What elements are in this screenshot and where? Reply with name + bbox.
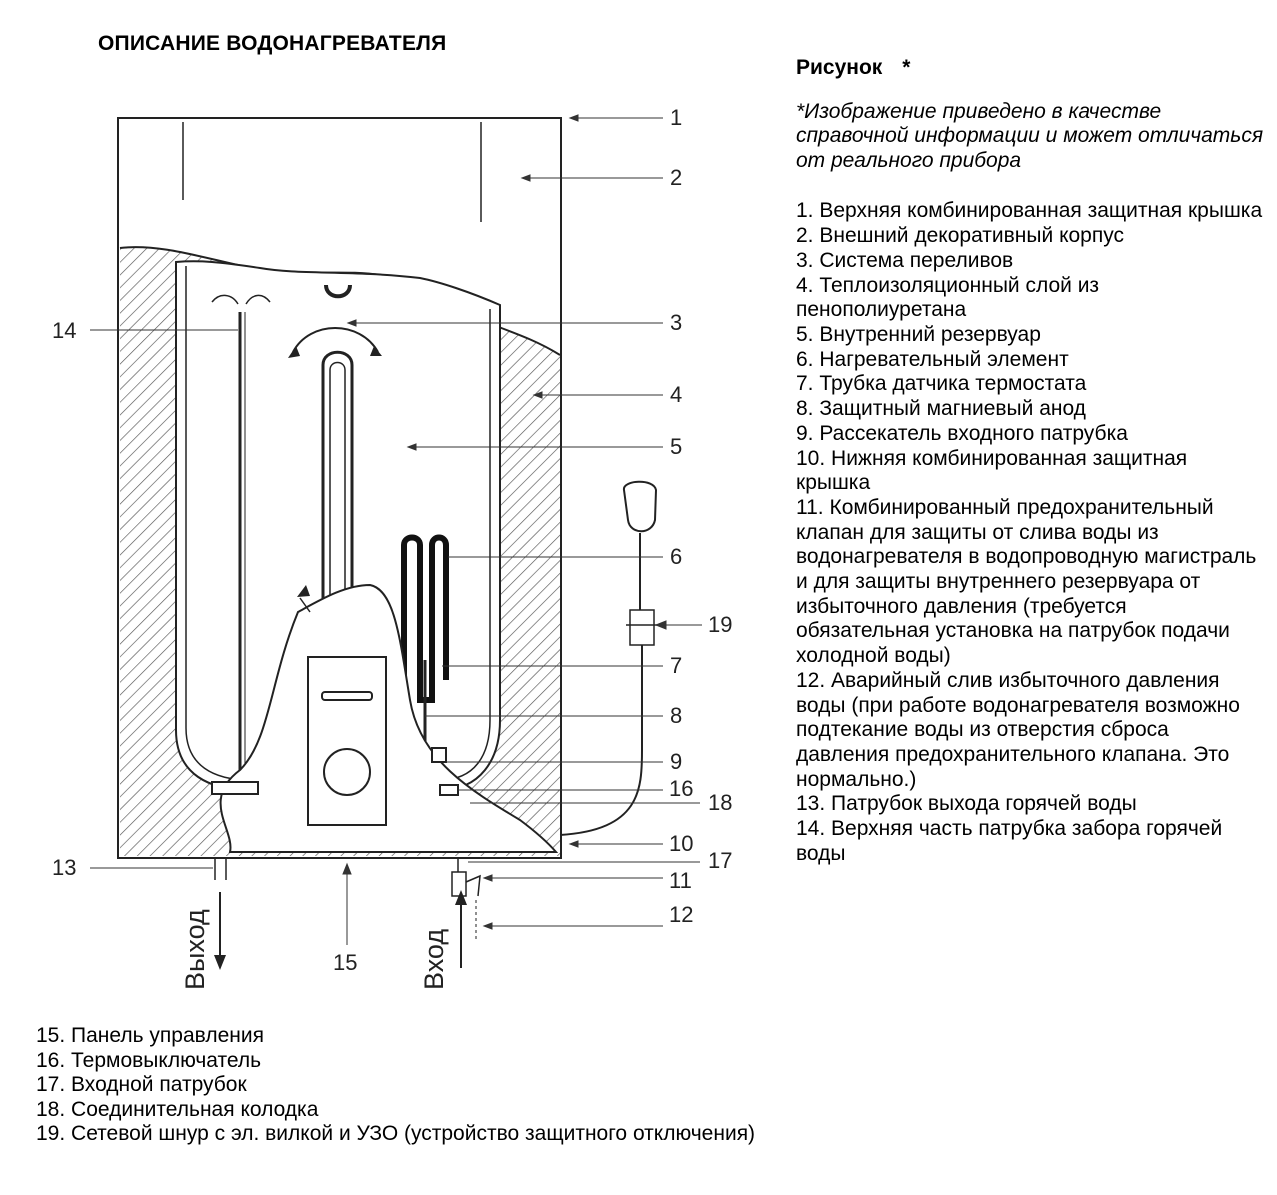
- legend-item: 7. Трубка датчика термостата: [796, 372, 1087, 396]
- legend-item: 3. Система переливов: [796, 248, 1014, 272]
- callout-19: 19: [708, 612, 732, 637]
- legend-item: 18. Соединительная колодка: [36, 1097, 319, 1121]
- callout-16: 16: [669, 776, 693, 801]
- water-heater-diagram: 1 2 3 4 5 6 7 8 9 10 11 12 13 14 15 16 1…: [52, 105, 732, 990]
- legend-item: 16. Термовыключатель: [36, 1048, 262, 1072]
- figure-disclaimer: *Изображение приведено в качестве справо…: [796, 99, 1264, 172]
- figure-label-text: Рисунок: [796, 56, 883, 79]
- legend-item: 12. Аварийный слив избыточного давления …: [796, 668, 1240, 791]
- legend-item: 13. Патрубок выхода горячей воды: [796, 792, 1137, 816]
- legend-item: 9. Рассекатель входного патрубка: [796, 421, 1128, 445]
- legend-item: 4. Теплоизоляционный слой из пенополиуре…: [796, 273, 1100, 322]
- legend-item: 10. Нижняя комбинированная защитная крыш…: [796, 446, 1188, 495]
- page-title: ОПИСАНИЕ ВОДОНАГРЕВАТЕЛЯ: [98, 32, 447, 55]
- callout-3: 3: [670, 310, 682, 335]
- callout-6: 6: [670, 544, 682, 569]
- legend-item: 11. Комбинированный предохранительный кл…: [796, 495, 1257, 668]
- callout-8: 8: [670, 703, 682, 728]
- figure-label-star: *: [902, 56, 911, 79]
- legend-item: 8. Защитный магниевый анод: [796, 397, 1086, 421]
- callout-11: 11: [669, 868, 692, 893]
- callout-7: 7: [670, 653, 682, 678]
- callout-13: 13: [52, 855, 76, 880]
- callout-9: 9: [670, 749, 682, 774]
- callout-12: 12: [669, 902, 693, 927]
- inlet-label: Вход: [419, 929, 449, 990]
- legend-item: 5. Внутренний резервуар: [796, 323, 1041, 346]
- outlet-label: Выход: [180, 909, 210, 990]
- legend-item: 14. Верхняя часть патрубка забора горяче…: [796, 817, 1223, 865]
- legend-item: 19. Сетевой шнур с эл. вилкой и УЗО (уст…: [36, 1122, 756, 1146]
- legend-item: 17. Входной патрубок: [36, 1073, 247, 1097]
- legend-item: 2. Внешний декоративный корпус: [796, 224, 1124, 248]
- callout-2: 2: [670, 165, 682, 190]
- callout-5: 5: [670, 434, 682, 459]
- legend-item: 1. Верхняя комбинированная защитная крыш…: [796, 199, 1263, 223]
- callout-18: 18: [708, 790, 732, 815]
- callout-1: 1: [670, 105, 682, 130]
- control-panel: [307, 656, 387, 826]
- legend-item: 15. Панель управления: [36, 1024, 264, 1047]
- figure-label: Рисунок *: [796, 56, 1266, 81]
- callout-4: 4: [670, 382, 682, 407]
- control-panel-cutaway: [219, 583, 559, 853]
- legend-bottom-list: 15. Панель управления 16. Термовыключате…: [36, 1024, 755, 1147]
- figure-legend-column: Рисунок * *Изображение приведено в качест…: [796, 56, 1266, 866]
- legend-item: 6. Нагревательный элемент: [796, 347, 1069, 371]
- callout-14: 14: [52, 318, 76, 343]
- callout-15: 15: [333, 950, 357, 975]
- callout-17: 17: [708, 848, 732, 873]
- callout-10: 10: [669, 831, 693, 856]
